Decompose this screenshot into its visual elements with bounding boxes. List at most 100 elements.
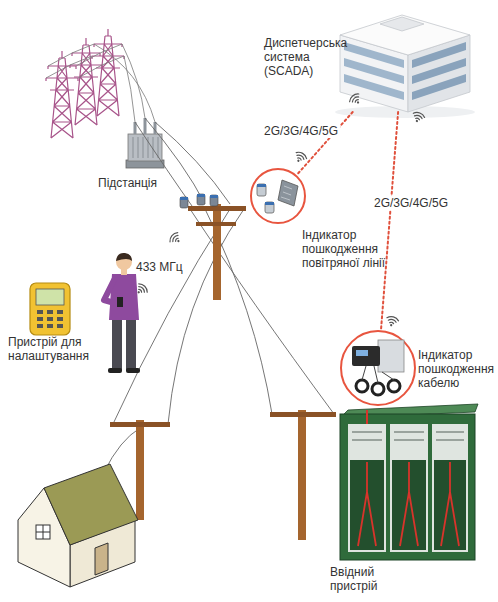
wireless-signal-icon — [385, 315, 399, 327]
line-fault-sensor — [197, 194, 205, 197]
wireless-signal-icon — [293, 150, 308, 164]
technician — [112, 318, 122, 370]
overhead-indicator-icon — [278, 180, 298, 206]
cable-indicator-icon — [352, 340, 404, 395]
configuration-device — [30, 283, 70, 335]
house — [44, 464, 138, 545]
overhead-indicator-icon — [257, 184, 266, 187]
utility-pole — [270, 412, 336, 417]
transmission-tower — [92, 29, 124, 116]
node-label: Індикатор пошкодження кабелю — [418, 348, 498, 390]
configuration-device — [47, 317, 53, 321]
distribution-wire — [155, 122, 230, 204]
transmission-wire — [78, 56, 135, 122]
house — [36, 525, 50, 539]
house — [18, 464, 138, 587]
wireless-signal-icon — [134, 282, 149, 297]
distribution-cabinet — [366, 410, 368, 424]
line-fault-sensor — [180, 197, 188, 208]
utility-pole — [188, 206, 246, 211]
transmission-tower — [46, 29, 124, 138]
substation-transformer — [126, 118, 164, 168]
configuration-device — [37, 310, 63, 328]
overhead-indicator-icon — [257, 180, 298, 213]
wireless-signal-icon — [348, 92, 363, 107]
cable-indicator-callout: Індикатор пошкодження кабелю — [340, 330, 416, 406]
cable-indicator-icon — [356, 380, 368, 392]
configuration-device — [30, 283, 70, 335]
line-fault-sensor — [210, 195, 218, 198]
distribution-wire — [168, 209, 244, 424]
wireless-signal-icon — [385, 315, 399, 327]
technician — [117, 297, 123, 307]
distribution-wire — [135, 122, 192, 206]
wireless-signal-icon — [411, 111, 426, 124]
overhead-indicator-icon — [281, 186, 292, 200]
cable-indicator-icon — [356, 350, 368, 356]
edge-label: 2G/3G/4G/5G — [262, 124, 340, 138]
control-room-node: Диспетчерська система (SCADA) — [330, 0, 475, 112]
technician — [116, 253, 132, 261]
house — [36, 525, 50, 539]
edge-label: 2G/3G/4G/5G — [372, 196, 450, 210]
technician — [108, 368, 122, 373]
overhead-indicator-callout: Індикатор пошкодження повітряної лінії — [250, 168, 306, 224]
technician — [126, 368, 140, 373]
line-fault-sensor — [197, 194, 205, 205]
configuration-device — [37, 317, 43, 321]
overhead-indicator-icon — [265, 202, 274, 213]
configuration-device — [47, 310, 53, 314]
signal-link — [297, 112, 353, 175]
configuration-device — [37, 324, 43, 328]
utility-pole — [110, 422, 170, 427]
configuration-device — [47, 324, 53, 328]
transmission-wire — [122, 44, 145, 118]
distribution-cabinet — [340, 414, 475, 560]
callout-circle — [341, 331, 415, 405]
substation-transformer — [144, 118, 147, 134]
technician — [104, 280, 118, 304]
callout-circle — [251, 169, 305, 223]
wireless-signal-icon — [168, 231, 183, 246]
configuration-device — [57, 324, 63, 328]
configuration-device — [37, 310, 43, 314]
utility-pole — [213, 204, 221, 300]
control-building — [412, 74, 466, 100]
callout-label: 433 МГц — [136, 260, 206, 274]
node-label: Диспетчерська система (SCADA) — [264, 36, 352, 78]
distribution-cabinet — [352, 432, 464, 440]
technician — [104, 253, 140, 373]
callout-label: Ввідний пристрій — [330, 565, 392, 593]
configuration-device — [57, 317, 63, 321]
callout-label: Пристрій для налаштування — [8, 335, 98, 363]
control-building — [335, 15, 475, 118]
utility-pole — [196, 222, 236, 226]
house — [95, 543, 108, 575]
cable-indicator-icon — [362, 366, 394, 383]
callout-outline — [250, 168, 306, 224]
transmission-wire — [94, 44, 155, 122]
cable-indicator-icon — [378, 340, 404, 372]
line-fault-sensor — [210, 195, 218, 206]
substation-transformer — [154, 122, 157, 134]
transmission-wire — [46, 44, 155, 122]
overhead-indicator-icon — [265, 202, 274, 205]
signal-link — [381, 112, 398, 330]
line-fault-sensor — [180, 194, 218, 208]
technician — [126, 318, 136, 370]
node-label: Індикатор пошкодження повітряної лінії — [302, 228, 406, 270]
configuration-device — [57, 310, 63, 314]
callout-outline — [340, 330, 416, 406]
overhead-indicator-icon — [257, 184, 266, 196]
wireless-signal-icon — [411, 111, 426, 124]
wireless-signal-icon — [348, 92, 363, 107]
substation-transformer — [133, 137, 158, 158]
cable-indicator-icon — [352, 346, 380, 366]
wireless-signal-icon — [134, 282, 149, 297]
